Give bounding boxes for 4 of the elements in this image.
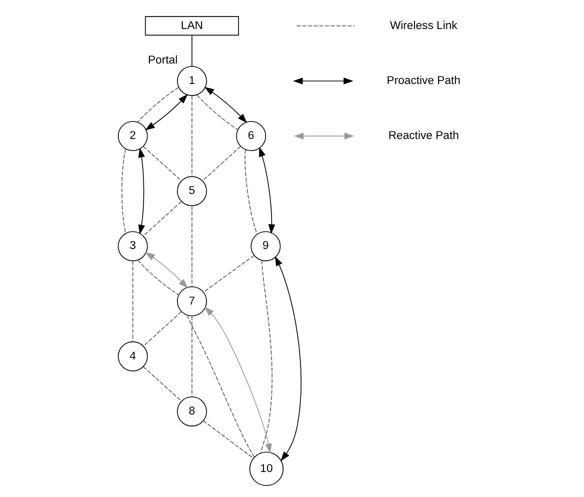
legend-label: Reactive Path <box>388 130 459 142</box>
node-label: Portal <box>148 54 178 66</box>
legend-label: Proactive Path <box>386 74 460 87</box>
legend-label: Wireless Link <box>390 20 458 32</box>
